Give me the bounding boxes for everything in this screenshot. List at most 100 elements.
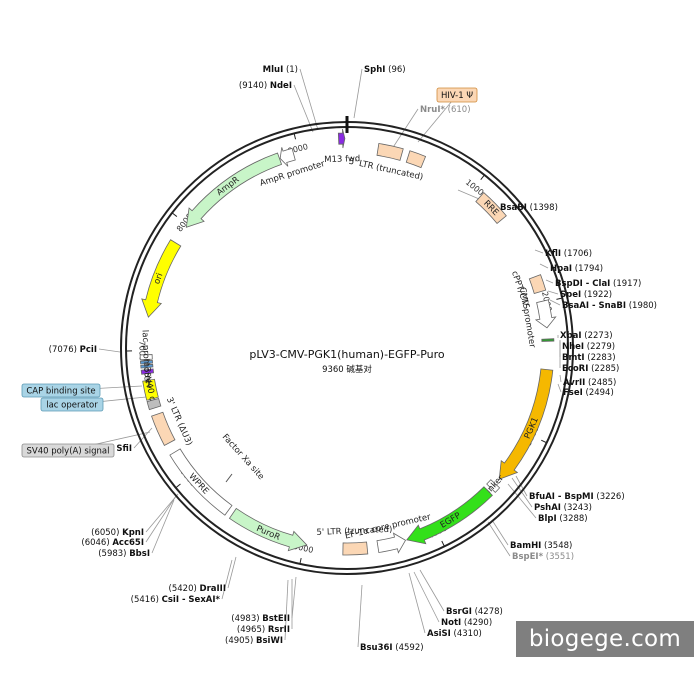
site-leader xyxy=(507,483,537,519)
feature-5-ltr-truncated xyxy=(342,541,369,556)
site-leader xyxy=(389,108,419,153)
site-rsrii: (4965) RsrII xyxy=(237,625,290,635)
feature-label-5-ltr-truncated: 5' LTR (truncated) xyxy=(316,525,392,538)
site-hpai: HpaI (1794) xyxy=(550,264,603,274)
site-draiii: (5420) DraIII xyxy=(169,584,226,594)
boxed-labels: HIV-1 Ψ CAP binding site lac operatorSV40 … xyxy=(21,87,478,458)
site-acc65i: (6046) Acc65I xyxy=(81,538,144,548)
site-leader xyxy=(227,556,237,589)
feature-segment xyxy=(139,360,154,365)
site-bamhi: BamHI (3548) xyxy=(510,541,572,551)
feature-ori xyxy=(141,239,182,318)
site-avrii: AvrII (2485) xyxy=(563,378,616,388)
tick-label: 7000 xyxy=(137,341,146,361)
tick-mark xyxy=(556,297,563,300)
tick-mark xyxy=(299,557,302,565)
site-bfuai-bspmi: BfuAI - BspMI (3226) xyxy=(529,492,625,502)
site-csii-sexai: (5416) CsiI - SexAI* xyxy=(131,595,221,605)
feature-hiv-1 xyxy=(405,150,427,169)
site-pshai: PshAI (3243) xyxy=(534,503,592,513)
feature-m13-rev xyxy=(140,368,155,375)
tick-mark xyxy=(171,212,178,217)
boxed-label-sv40-poly-a-signal: SV40 poly(A) signal xyxy=(21,443,115,458)
restriction-sites: MluI (1)SphI (96)NruI* (610)(9140) NdeIB… xyxy=(49,65,657,653)
site-bsiwi: (4905) BsiWI xyxy=(225,636,283,646)
feature-cppt-cts xyxy=(528,274,547,294)
site-leader xyxy=(145,495,177,543)
site-bsu36i: Bsu36I (4592) xyxy=(360,643,424,653)
boxed-label-lac-operator: lac operator xyxy=(40,397,104,412)
site-leader xyxy=(515,475,528,497)
factor-xa-site: Factor Xa site xyxy=(220,432,266,483)
site-leader xyxy=(419,569,445,612)
site-spei: SpeI (1922) xyxy=(560,290,612,300)
feature-sv40-ori xyxy=(142,378,159,401)
feature-ampr xyxy=(185,152,283,228)
svg-text:HIV-1 Ψ: HIV-1 Ψ xyxy=(441,91,473,101)
site-leader xyxy=(487,521,511,557)
site-bspei: BspEI* (3551) xyxy=(512,552,574,562)
site-nhei: NheI (2279) xyxy=(562,342,615,352)
site-bsabi: BsaBI (1398) xyxy=(500,203,558,213)
site-leader xyxy=(559,374,562,383)
box-leader xyxy=(417,94,458,143)
site-leader xyxy=(557,383,562,393)
feature-label-egfp: EGFP xyxy=(439,511,463,531)
site-leader xyxy=(98,348,121,353)
feature-5-ltr-truncated xyxy=(376,143,404,161)
feature-pgk1 xyxy=(498,368,554,480)
site-bbsi: (5983) BbsI xyxy=(98,549,150,559)
site-leader xyxy=(145,493,179,533)
site-leader xyxy=(539,263,549,269)
site-ecori: EcoRI (2285) xyxy=(562,364,619,374)
site-sphi: SphI (96) xyxy=(364,65,406,75)
boxed-label-hiv-1: HIV-1 Ψ xyxy=(436,87,478,103)
site-bmti: BmtI (2283) xyxy=(562,353,616,363)
tick-mark xyxy=(480,174,485,180)
site-nrui: NruI* (610) xyxy=(420,105,471,115)
site-bspdi-clai: BspDI - ClaI (1917) xyxy=(555,279,641,289)
feature-label-cmv-promoter: CMV promoter xyxy=(517,286,537,349)
site-leader xyxy=(357,584,363,648)
site-pcii: (7076) PciI xyxy=(49,345,97,355)
tick-mark xyxy=(441,540,445,547)
svg-text:CAP binding site: CAP binding site xyxy=(26,387,95,397)
feature-segment xyxy=(541,338,555,342)
site-xbai: XbaI (2273) xyxy=(560,331,613,341)
svg-text:SV40 poly(A) signal: SV40 poly(A) signal xyxy=(26,447,109,457)
feature-ef-1-core-promoter xyxy=(376,532,407,554)
site-leader xyxy=(284,579,289,641)
feature-rre xyxy=(475,192,507,225)
feature-segment xyxy=(140,363,154,369)
site-leader xyxy=(133,427,153,449)
feature-lac-promoter xyxy=(139,354,153,361)
watermark: biogege.com xyxy=(516,621,694,657)
svg-text:lac operator: lac operator xyxy=(46,401,98,411)
feature-3-ltr-u3 xyxy=(151,411,176,446)
site-mlui: MluI (1) xyxy=(263,65,298,75)
site-leader xyxy=(547,290,559,295)
site-bsteii: (4983) BstEII xyxy=(231,614,290,624)
site-leader xyxy=(534,249,544,254)
site-leader xyxy=(353,68,363,119)
feature-linker xyxy=(486,479,501,493)
site-asisi: AsiSI (4310) xyxy=(427,629,482,639)
site-leader xyxy=(549,299,561,306)
site-bsaai-snabi: BsaAI - SnaBI (1980) xyxy=(562,301,657,311)
site-kfli: KflI (1706) xyxy=(545,249,592,259)
factor-xa-label: Factor Xa site xyxy=(220,432,266,482)
tick-mark xyxy=(175,483,181,489)
feature-label-lac-promoter: lac promoter xyxy=(139,330,151,385)
site-leader xyxy=(151,499,175,554)
feature-ampr-promoter xyxy=(279,147,296,167)
feature-label-ori: ori xyxy=(152,272,165,286)
plasmid-length: 9360 碱基对 xyxy=(322,364,372,375)
feature-puror xyxy=(228,507,308,552)
tick-mark xyxy=(541,439,547,444)
site-bsrgi: BsrGI (4278) xyxy=(446,607,503,617)
site-leader xyxy=(491,519,509,546)
site-noti: NotI (4290) xyxy=(441,618,492,628)
boxed-label-cap-binding-site: CAP binding site xyxy=(21,383,101,398)
site-fsei: FseI (2494) xyxy=(563,388,614,398)
